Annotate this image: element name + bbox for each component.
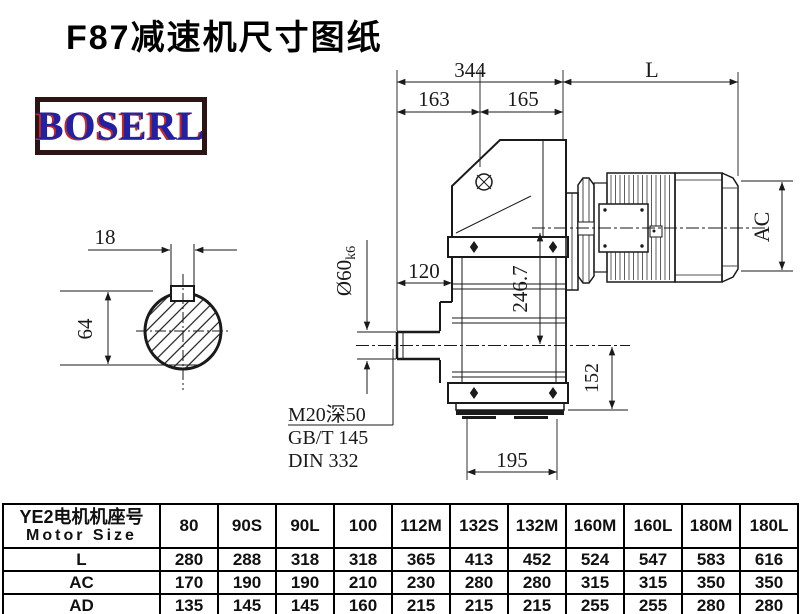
table-cell: 547: [623, 547, 683, 572]
table-cell: 280: [507, 570, 567, 595]
extension-lines: [357, 70, 793, 480]
table-header-row: YE2电机机座号 Motor Size 80 90S 90L 100 112M …: [2, 503, 799, 549]
dim-label-shaft-key-height: 64: [73, 318, 97, 340]
motor-view: [532, 172, 766, 291]
dim-shaft-key-height: [60, 290, 202, 366]
table-cell: 452: [507, 547, 567, 572]
gearbox-top-block: [451, 139, 567, 237]
dim-label-left-segment: 163: [418, 87, 450, 111]
table-cell: 190: [217, 570, 277, 595]
table-cell: 583: [681, 547, 741, 572]
row-label: AD: [2, 593, 161, 614]
table-cell: 288: [217, 547, 277, 572]
dim-label-right-segment: 165: [507, 87, 539, 111]
page-title: F87减速机尺寸图纸: [66, 19, 383, 57]
table-cell: 365: [391, 547, 451, 572]
table-cell: 280: [681, 593, 741, 614]
table-cell: 280: [159, 547, 219, 572]
table-cell: 255: [565, 593, 625, 614]
dim-label-motor-length: L: [645, 57, 658, 82]
column-header: 160M: [565, 503, 625, 549]
cable-gland: [649, 225, 663, 238]
column-header: 132M: [507, 503, 567, 549]
column-header: 90L: [275, 503, 335, 549]
dim-label-shaft-diameter: Ø60k6: [332, 246, 359, 296]
table-cell: 350: [739, 570, 799, 595]
table-cell: 230: [391, 570, 451, 595]
bolt-diamond: [469, 387, 479, 399]
table-cell: 215: [507, 593, 567, 614]
table-cell: 145: [275, 593, 335, 614]
note-standard-din: DIN 332: [288, 450, 359, 472]
table-cell: 315: [623, 570, 683, 595]
table-cell: 616: [739, 547, 799, 572]
brand-logo-text: BOSERL: [36, 103, 206, 148]
table-row-AD: AD 135 145 145 160 215 215 215 255 255 2…: [2, 593, 799, 614]
column-header: 160L: [623, 503, 683, 549]
table-cell: 215: [449, 593, 509, 614]
table-cell: 170: [159, 570, 219, 595]
table-cell: 255: [623, 593, 683, 614]
column-header: 90S: [217, 503, 277, 549]
column-header: 112M: [391, 503, 451, 549]
row-label: L: [2, 547, 161, 572]
upper-lug-band: [447, 236, 569, 258]
note-tap-hole: M20深50: [288, 403, 366, 426]
gearbox-view: [356, 139, 630, 419]
table-cell: 190: [275, 570, 335, 595]
dim-keyway-width: [88, 244, 237, 288]
table-header-en: Motor Size: [26, 527, 137, 544]
dim-label-motor-diameter: AC: [749, 212, 774, 243]
dim-label-foot-height: 152: [581, 363, 603, 393]
note-standard-gbt: GB/T 145: [288, 427, 368, 449]
shaft-hub: [439, 301, 452, 383]
motor-size-table: YE2电机机座号 Motor Size 80 90S 90L 100 112M …: [2, 503, 799, 614]
dim-label-center-height: 246.7: [508, 265, 532, 312]
table-cell: 210: [333, 570, 393, 595]
dim-label-keyway-width: 18: [95, 225, 116, 249]
dimension-labels: 344 L 163 165 18 64 120 Ø60k6 246.7 152 …: [73, 57, 774, 472]
table-cell: 280: [739, 593, 799, 614]
table-header-title: YE2电机机座号 Motor Size: [2, 503, 161, 549]
table-header-cn: YE2电机机座号: [19, 507, 144, 527]
table-cell: 215: [391, 593, 451, 614]
table-cell: 318: [333, 547, 393, 572]
brand-logo: BOSERL: [35, 97, 207, 155]
row-label: AC: [2, 570, 161, 595]
shaft-section-view: [136, 274, 231, 390]
motor-flange: [577, 177, 595, 284]
table-cell: 315: [565, 570, 625, 595]
bolt-diamond: [548, 241, 558, 253]
bolt-diamond: [469, 241, 479, 253]
dim-label-shaft-length: 120: [408, 259, 440, 283]
table-cell: 524: [565, 547, 625, 572]
table-row-L: L 280 288 318 318 365 413 452 524 547 58…: [2, 547, 799, 572]
table-cell: 318: [275, 547, 335, 572]
table-cell: 145: [217, 593, 277, 614]
table-cell: 160: [333, 593, 393, 614]
table-cell: 413: [449, 547, 509, 572]
bolt-hole: [475, 173, 493, 191]
dim-label-overall-width: 344: [454, 58, 486, 82]
column-header: 132S: [449, 503, 509, 549]
table-cell: 280: [449, 570, 509, 595]
dimension-lines: [288, 78, 786, 476]
bottom-cap: [455, 402, 565, 411]
column-header: 100: [333, 503, 393, 549]
dim-label-flange-width: 195: [496, 448, 528, 472]
table-row-AC: AC 170 190 190 210 230 280 280 315 315 3…: [2, 570, 799, 595]
bolt-diamond: [548, 387, 558, 399]
column-header: 80: [159, 503, 219, 549]
table-cell: 350: [681, 570, 741, 595]
drawing-notes: M20深50 GB/T 145 DIN 332: [288, 403, 368, 472]
table-cell: 135: [159, 593, 219, 614]
column-header: 180M: [681, 503, 741, 549]
column-header: 180L: [739, 503, 799, 549]
dimension-drawing: 344 L 163 165 18 64 120 Ø60k6 246.7 152 …: [60, 57, 793, 480]
